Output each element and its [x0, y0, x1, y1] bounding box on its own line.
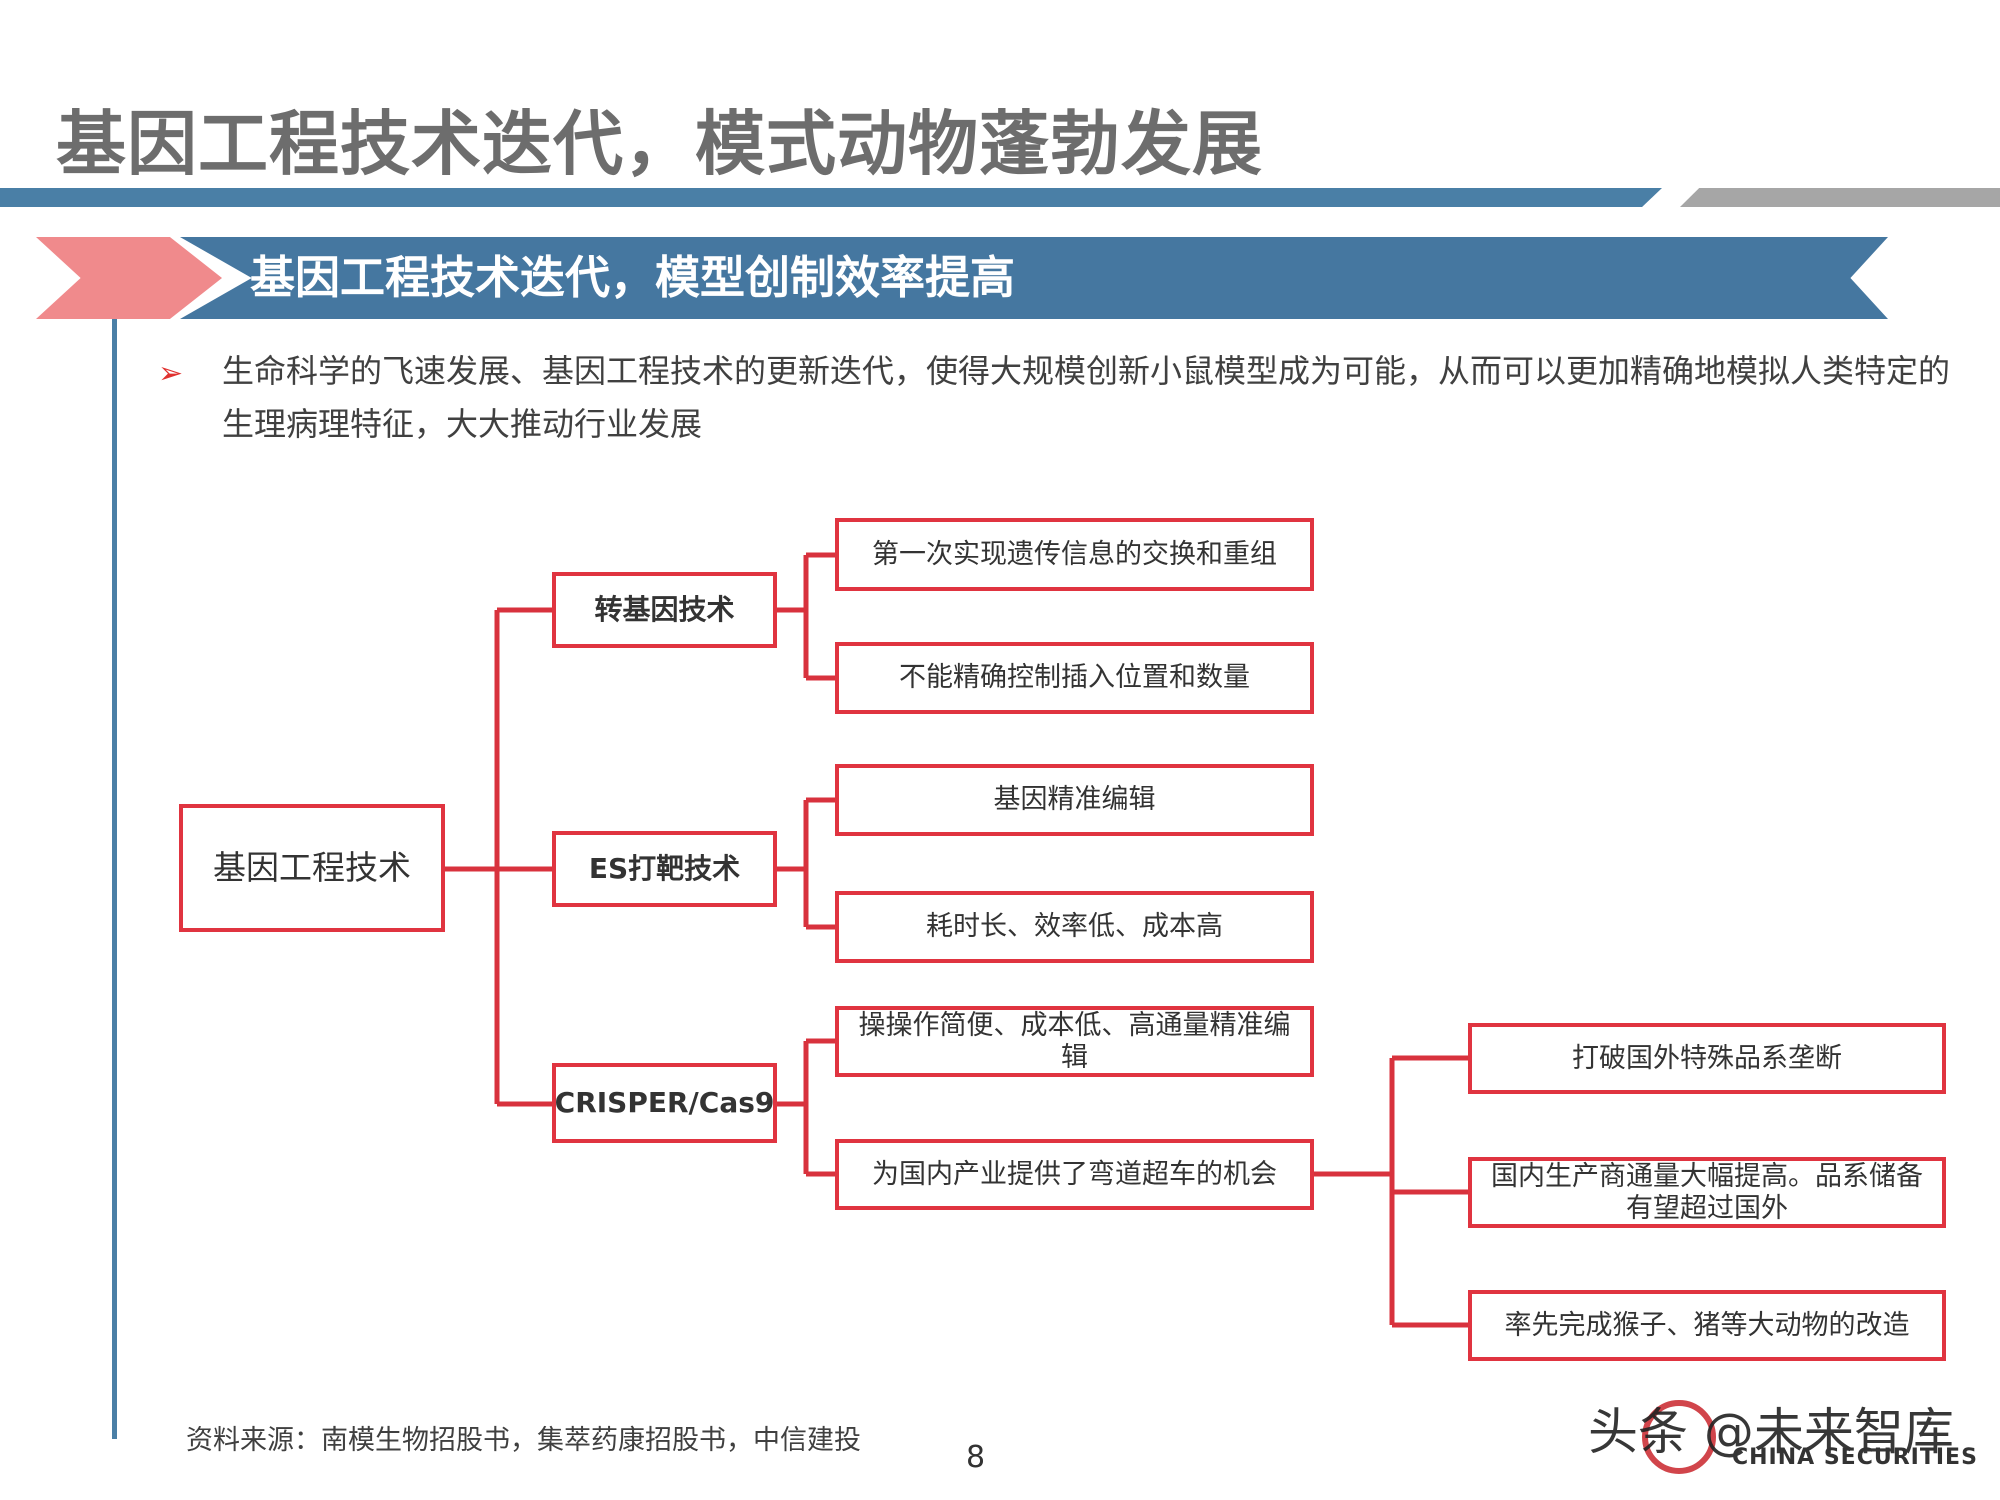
node-root: 基因工程技术 [179, 804, 445, 932]
brand-seal-icon [1642, 1400, 1716, 1474]
connector-b2 [775, 797, 837, 930]
node-opportunity-child-1: 打破国外特殊品系垄断 [1468, 1023, 1946, 1094]
node-es-child-1: 基因精准编辑 [835, 764, 1314, 836]
connector-b3 [775, 1038, 837, 1177]
node-crispr-child-2: 为国内产业提供了弯道超车的机会 [835, 1139, 1314, 1210]
node-branch-transgenic: 转基因技术 [552, 572, 777, 648]
brand-name-en: CHINA SECURITIES [1732, 1445, 1978, 1470]
title-rule-blue [0, 188, 1662, 207]
source-note: 资料来源：南模生物招股书，集萃药康招股书，中信建投 [186, 1425, 861, 1456]
node-opportunity-child-2: 国内生产商通量大幅提高。品系储备有望超过国外 [1468, 1157, 1946, 1228]
node-transgenic-child-2: 不能精确控制插入位置和数量 [835, 642, 1314, 714]
left-accent-rule [112, 319, 117, 1439]
node-es-child-2: 耗时长、效率低、成本高 [835, 891, 1314, 963]
title-rule-gray [1680, 188, 2000, 207]
node-crispr-child-1: 操操作简便、成本低、高通量精准编辑 [835, 1006, 1314, 1077]
node-transgenic-child-1: 第一次实现遗传信息的交换和重组 [835, 518, 1314, 591]
node-branch-crispr: CRISPER/Cas9 [552, 1063, 777, 1143]
page-title: 基因工程技术迭代，模式动物蓬勃发展 [56, 103, 1263, 185]
node-branch-es-targeting: ES打靶技术 [552, 831, 777, 907]
section-banner [180, 237, 1888, 319]
section-title: 基因工程技术迭代，模型创制效率提高 [250, 251, 1016, 304]
node-opportunity-child-3: 率先完成猴子、猪等大动物的改造 [1468, 1290, 1946, 1361]
arrow-bullet-icon: ➢ [158, 356, 184, 391]
connector-opportunity [1312, 1055, 1470, 1328]
page-number: 8 [966, 1440, 986, 1475]
bullet-paragraph: 生命科学的飞速发展、基因工程技术的更新迭代，使得大规模创新小鼠模型成为可能，从而… [222, 352, 1951, 443]
connector-b1 [775, 552, 837, 681]
watermark: 头条 @未来智库 [1588, 1403, 1954, 1461]
